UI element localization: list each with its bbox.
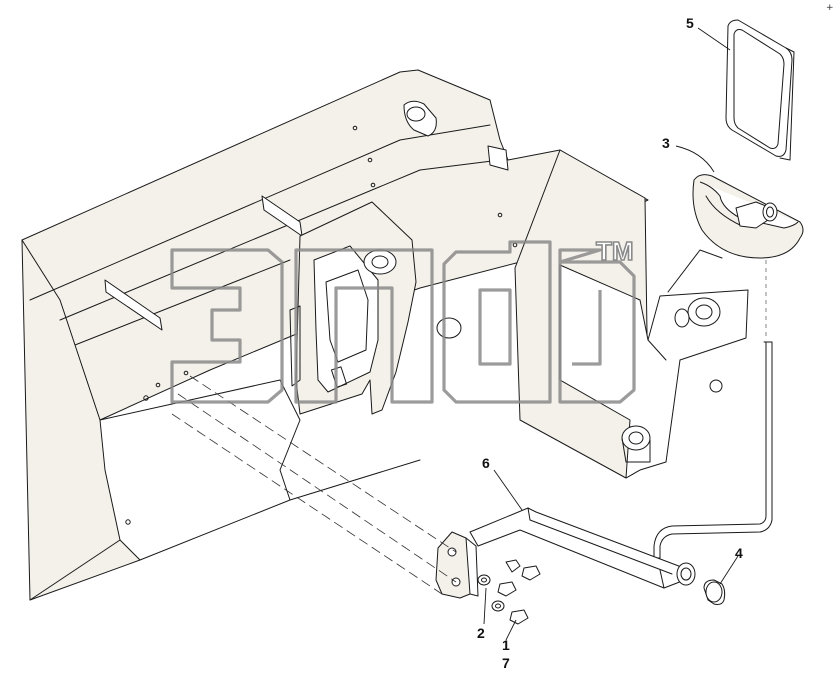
leader-lines: [483, 27, 739, 641]
assembly-lines: [171, 375, 457, 595]
right-mount-plate: [436, 149, 749, 479]
corner-mark: +: [826, 3, 834, 13]
side-ribs: [104, 145, 509, 331]
mounting-flange: [435, 531, 479, 599]
callout-4: 4: [735, 545, 743, 561]
callout-labels: 5 3 6 4 2 1 7: [477, 15, 743, 671]
callout-5: 5: [686, 15, 694, 31]
hardware-bolts: [477, 559, 541, 625]
part-3-lamp-housing: [692, 174, 804, 259]
callout-1: 1: [502, 637, 510, 653]
bolt-2: [477, 574, 517, 597]
trademark-text: TM: [596, 236, 634, 266]
watermark-logo: TM: [170, 235, 636, 404]
center-bracket: [289, 201, 417, 415]
lamp-bulb: [735, 201, 778, 229]
bolt-3: [491, 600, 529, 625]
callout-2: 2: [477, 625, 485, 641]
bolt-1: [505, 559, 541, 581]
part-4-end-cap: [703, 579, 726, 605]
callout-7: 7: [502, 655, 510, 671]
callout-6: 6: [482, 455, 490, 471]
callout-3: 3: [662, 135, 670, 151]
part-6-support-arm: [435, 507, 696, 599]
part-5-lens: [725, 19, 795, 161]
